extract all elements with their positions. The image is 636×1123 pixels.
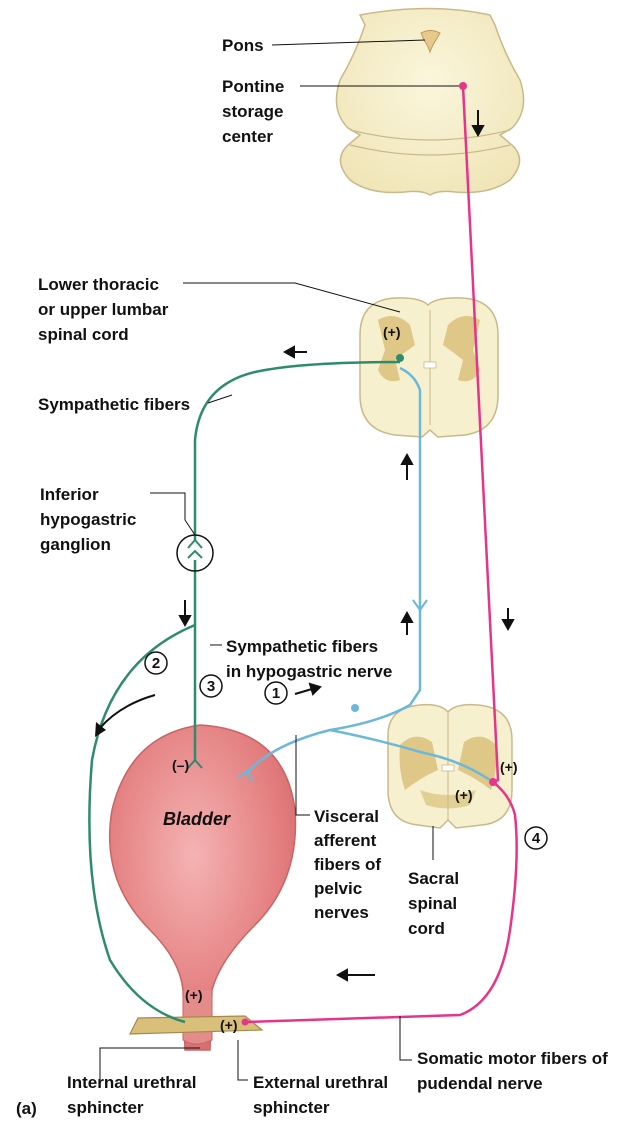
pontine-neuron <box>459 82 467 90</box>
afferent-ganglion-cell <box>351 704 359 712</box>
label-thoracic-2: or upper lumbar <box>38 300 169 319</box>
label-sacral-1: Sacral <box>408 869 459 888</box>
label-ganglion-1: Inferior <box>40 485 99 504</box>
label-visceral-3: fibers of <box>314 855 381 874</box>
label-visceral-5: nerves <box>314 903 369 922</box>
step-3: 3 <box>200 675 222 697</box>
label-bladder: Bladder <box>163 809 231 829</box>
sign-external-plus: (+) <box>220 1017 238 1033</box>
figure-label: (a) <box>16 1099 37 1118</box>
svg-text:4: 4 <box>532 830 541 847</box>
svg-text:3: 3 <box>207 678 215 695</box>
label-pontine-3: center <box>222 127 273 146</box>
ganglion-synapse <box>188 540 202 558</box>
label-visceral-1: Visceral <box>314 807 379 826</box>
label-hypogastric-1: Sympathetic fibers <box>226 637 378 656</box>
step-1: 1 <box>265 682 287 704</box>
svg-text:2: 2 <box>152 655 160 672</box>
step-2: 2 <box>145 652 167 674</box>
label-sympathetic-fibers: Sympathetic fibers <box>38 395 190 414</box>
sign-internal-plus: (+) <box>185 987 203 1003</box>
label-thoracic-1: Lower thoracic <box>38 275 159 294</box>
label-thoracic-3: spinal cord <box>38 325 129 344</box>
label-somatic-2: pudendal nerve <box>417 1074 543 1093</box>
label-external-2: sphincter <box>253 1098 330 1117</box>
label-visceral-2: afferent <box>314 831 377 850</box>
label-pontine-1: Pontine <box>222 77 284 96</box>
label-external-1: External urethral <box>253 1073 388 1092</box>
sacral-spinal-cord <box>388 705 512 828</box>
sign-sacral-plus-right: (+) <box>500 759 518 775</box>
label-pontine-2: storage <box>222 102 283 121</box>
label-internal-1: Internal urethral <box>67 1073 196 1092</box>
sympathetic-preganglionic-neuron <box>396 354 404 362</box>
sign-bladder-minus: (–) <box>172 757 189 773</box>
svg-text:1: 1 <box>272 685 280 702</box>
pudendal-terminal <box>242 1019 249 1026</box>
label-sacral-2: spinal <box>408 894 457 913</box>
label-somatic-1: Somatic motor fibers of <box>417 1049 608 1068</box>
external-sphincter-plate <box>130 1016 262 1034</box>
label-hypogastric-2: in hypogastric nerve <box>226 662 392 681</box>
somatic-pathway <box>245 86 517 1022</box>
label-ganglion-3: ganglion <box>40 535 111 554</box>
label-pons: Pons <box>222 36 264 55</box>
pons-section <box>336 9 523 196</box>
label-internal-2: sphincter <box>67 1098 144 1117</box>
bladder <box>110 725 296 1050</box>
arrow-curved <box>100 695 155 728</box>
label-visceral-4: pelvic <box>314 879 362 898</box>
sign-thoracic-plus: (+) <box>383 324 401 340</box>
label-ganglion-2: hypogastric <box>40 510 136 529</box>
labels: Pons Pontine storage center Lower thorac… <box>16 36 608 1118</box>
sign-sacral-plus-left: (+) <box>455 787 473 803</box>
step-4: 4 <box>525 827 547 849</box>
label-sacral-3: cord <box>408 919 445 938</box>
